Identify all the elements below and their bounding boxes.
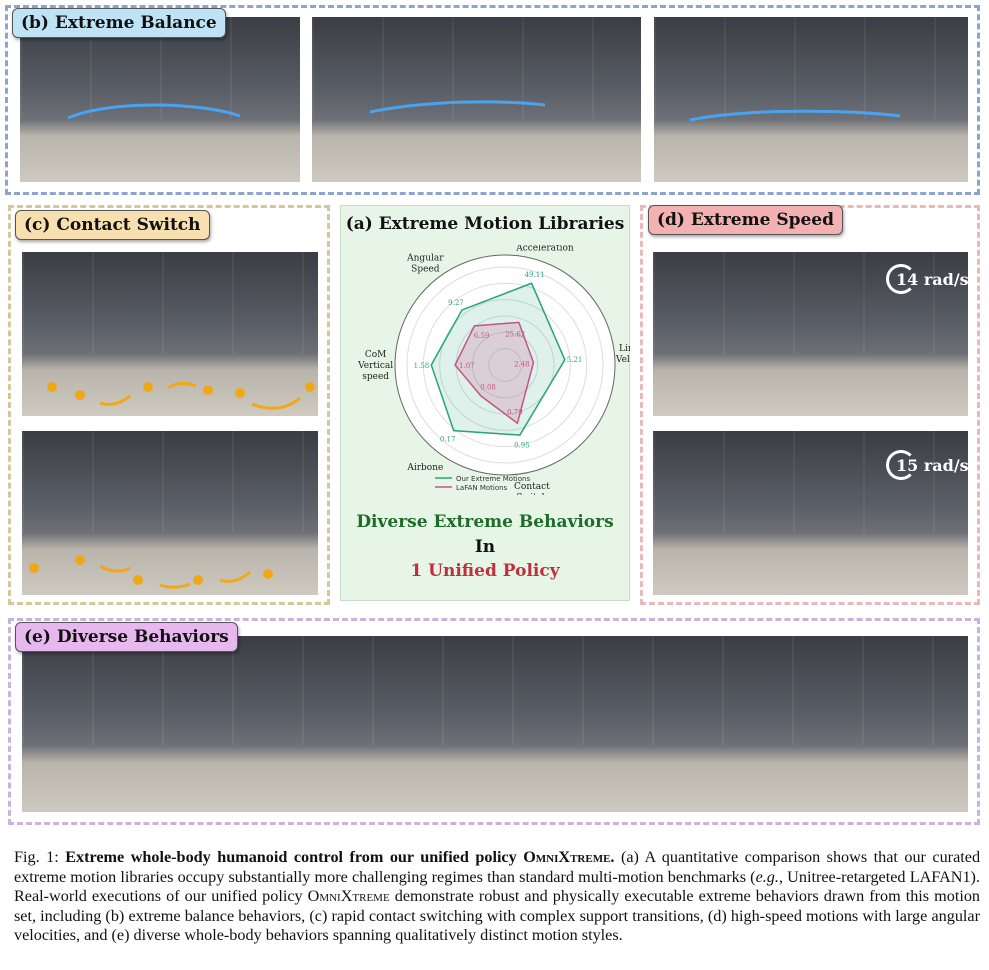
radar-axis-label: Angular: [406, 254, 444, 264]
slogan-line-3: 1 Unified Policy: [410, 561, 560, 581]
speed-readout-2: 15 rad/s: [886, 450, 969, 480]
panel-diverse-behaviors: [8, 618, 980, 825]
radar-gridline: [439, 299, 571, 431]
radar-axis-label: Switch: [516, 493, 547, 495]
legend-label: Our Extreme Motions: [456, 475, 530, 483]
panel-d-label: (d) Extreme Speed: [648, 205, 844, 235]
radar-axis-label: Speed: [411, 265, 440, 275]
figure-caption: Fig. 1: Extreme whole-body humanoid cont…: [14, 848, 980, 946]
radar-axis-label: Vertical: [357, 361, 393, 371]
radar-axis-label: Linear: [619, 344, 630, 354]
radar-value-label: 0.17: [440, 435, 456, 443]
panel-e-label: (e) Diverse Behaviors: [15, 622, 238, 652]
radar-title: (a) Extreme Motion Libraries: [345, 214, 625, 234]
caption-method-name: OmniXtreme.: [523, 848, 615, 866]
slogan-line-2: In: [474, 537, 496, 557]
radar-value-label: 49.11: [525, 271, 545, 279]
panel-c-label: (c) Contact Switch: [15, 210, 210, 240]
contact-markers: [29, 381, 315, 589]
rotation-icon: [886, 450, 916, 480]
radar-value-label: 0.79: [507, 409, 523, 417]
radar-chart: 5.21 49.11 9.27 1.58 0.17 0.95 2.48 25.62 6.59 1.…: [357, 245, 630, 495]
radar-axis-label: Velocity: [615, 355, 630, 365]
diverse-photo: [22, 636, 968, 812]
contact-photo-2: [22, 431, 318, 595]
radar-gridline: [422, 282, 588, 448]
caption-title: Extreme whole-body humanoid control from…: [65, 848, 517, 866]
radar-value-label: 6.59: [474, 332, 490, 340]
panel-contact-switch: [8, 205, 330, 605]
contact-photo-1: [22, 252, 318, 416]
radar-gridline: [406, 266, 604, 464]
radar-gridline: [471, 331, 539, 399]
caption-fig-number: Fig. 1:: [14, 848, 59, 866]
radar-value-label: 9.27: [448, 299, 464, 307]
radar-value-label: 0.08: [480, 384, 496, 392]
radar-value-label: 1.58: [414, 362, 430, 370]
radar-axis-label: CoM: [365, 350, 387, 360]
radar-value-label: 0.95: [514, 442, 530, 450]
radar-axis-label: Contact: [514, 482, 550, 492]
caption-eg: e.g.: [755, 867, 779, 886]
caption-text-3: demonstrate robust and physically execut…: [14, 887, 981, 944]
rotation-icon: [886, 264, 916, 294]
radar-value-label: 5.21: [567, 356, 583, 364]
caption-text-1: (a) A quantitative comparison shows that…: [14, 848, 981, 886]
radar-value-label: 25.62: [505, 331, 525, 339]
balance-photo-3: [654, 17, 968, 182]
radar-axis-label: Airbone: [406, 463, 443, 473]
radar-series-lafan: [454, 321, 535, 425]
radar-value-label: 1.07: [459, 362, 475, 370]
caption-method-name-2: OmniXtreme: [307, 887, 390, 905]
legend-label: LaFAN Motions: [456, 484, 508, 492]
slogan-line-1: Diverse Extreme Behaviors: [356, 512, 614, 532]
speed-photo-2: [653, 431, 968, 595]
radar-series-ours: [430, 282, 566, 436]
panel-extreme-balance: [5, 5, 980, 195]
radar-axis-label: speed: [362, 372, 389, 382]
balance-photo-2: [312, 17, 641, 182]
radar-axis-label: Acceleration: [515, 245, 574, 253]
panel-b-label: (b) Extreme Balance: [12, 8, 226, 38]
speed-photo-1: [653, 252, 968, 416]
speed-readout-1: 14 rad/s: [886, 264, 969, 294]
radar-value-label: 2.48: [514, 361, 530, 369]
balance-trajectories: [67, 100, 901, 122]
radar-gridline: [488, 348, 522, 382]
caption-text-2: , Unitree-retargeted LAFAN1). Real-world…: [14, 867, 980, 906]
